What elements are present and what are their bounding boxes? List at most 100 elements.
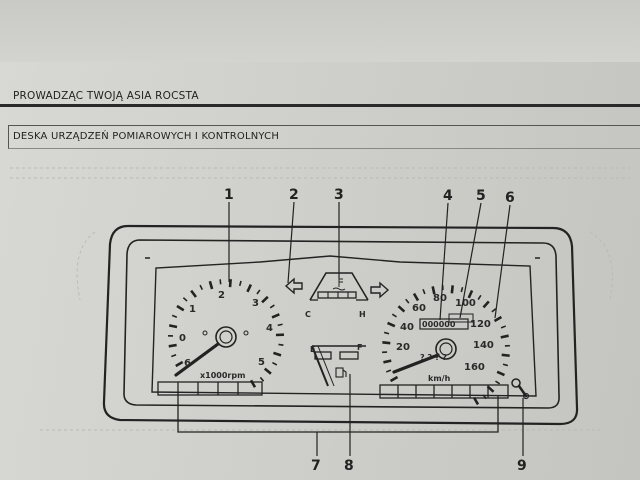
speedometer-hub (435, 338, 457, 360)
tachometer-hub (215, 326, 237, 348)
temp-hot-label: H (359, 310, 366, 319)
tachometer-tick (249, 379, 257, 388)
tachometer-tick (238, 280, 242, 287)
tach-number-4: 4 (266, 323, 273, 334)
callout-bracket-7 (177, 395, 499, 433)
callout-leader-lines (228, 201, 524, 456)
tachometer-tick (271, 313, 280, 319)
speedometer-tick (450, 285, 454, 294)
cluster-housing-inner (123, 239, 560, 409)
speedometer-tick (496, 370, 505, 377)
speed-number-80: 80 (433, 293, 447, 304)
coolant-temperature-icon (332, 276, 346, 291)
speed-number-120: 120 (470, 319, 491, 330)
speedometer-tick (467, 290, 474, 299)
temp-cold-label: C (305, 310, 311, 319)
speedometer-tick (460, 286, 464, 293)
tachometer-tick (208, 280, 214, 290)
tach-number-0: 0 (179, 333, 186, 344)
cluster-housing-outer (102, 224, 579, 426)
tachometer-tick (182, 297, 188, 302)
callout-2: 2 (289, 187, 299, 203)
tachometer-tick (171, 314, 178, 318)
speedometer-tick (383, 331, 390, 335)
speedometer-needle (392, 353, 440, 374)
speedometer-tick (482, 394, 487, 400)
callout-6: 6 (505, 190, 515, 206)
tachometer-tick (175, 360, 184, 368)
speedometer-tick (422, 288, 426, 295)
fuel-pump-icon (335, 367, 347, 378)
callout-5: 5 (476, 188, 486, 204)
speedometer-tick (397, 305, 406, 313)
tachometer-tick (277, 323, 283, 327)
speedometer-tick (405, 298, 410, 304)
left-turn-arrow-icon (284, 277, 303, 295)
tachometer-tick (273, 351, 282, 357)
tachometer: 0 1 2 3 4 5 6 x1000rpm (167, 279, 285, 388)
speedometer-tick (412, 292, 420, 302)
tachometer-tick (168, 343, 177, 348)
fuel-full-label: F (357, 343, 362, 352)
tachometer-tick (278, 343, 284, 346)
callout-8: 8 (344, 458, 354, 474)
fuel-needle (311, 345, 329, 387)
tach-number-2: 2 (218, 290, 225, 301)
tach-unit-label: x1000rpm (200, 371, 245, 380)
speed-unit-label: km/h (428, 374, 451, 383)
speedometer: 000000 ? ? ? ? 20 40 60 80 100 120 140 1… (382, 285, 510, 406)
tach-number-1: 1 (189, 304, 196, 315)
callout-9: 9 (517, 458, 527, 474)
tachometer-tick (246, 284, 253, 293)
speedo-inner-numbers: ? ? ? ? (420, 353, 447, 362)
tachometer-tick (199, 284, 204, 290)
fuel-gauge: E F (310, 343, 366, 387)
speedometer-tick (501, 353, 510, 357)
subsection-frame (8, 125, 640, 149)
speedometer-tick (491, 308, 497, 313)
tachometer-tick (259, 376, 265, 382)
callout-3: 3 (334, 187, 344, 203)
speedometer-tick (387, 321, 396, 328)
tachometer-tick (171, 354, 177, 358)
callout-1: 1 (224, 187, 234, 203)
speed-number-60: 60 (412, 303, 426, 314)
speedometer-tick (500, 334, 509, 339)
speed-number-100: 100 (455, 298, 476, 309)
tachometer-tick (219, 279, 222, 285)
speedometer-tick (486, 385, 495, 393)
temperature-gauge: C H (305, 272, 369, 319)
tachometer-tick (272, 361, 278, 366)
speedometer-tick (385, 369, 392, 373)
tachometer-tick (261, 295, 269, 304)
warning-light-strip-left (157, 381, 263, 396)
speedometer-tick (482, 300, 490, 309)
section-title: PROWADZĄC TWOJĄ ASIA ROCSTA (13, 90, 199, 102)
speedometer-tick (502, 363, 509, 367)
speedometer-tick (389, 375, 399, 383)
speedometer-tick (431, 286, 436, 295)
right-turn-arrow-icon (370, 281, 390, 299)
speed-number-140: 140 (473, 340, 494, 351)
warning-light-strip-right (379, 384, 509, 399)
tachometer-tick (269, 304, 275, 309)
tachometer-needle (174, 342, 220, 377)
background-guide-lines (10, 167, 630, 431)
speedometer-tick (493, 315, 503, 323)
cluster-face (151, 255, 537, 397)
speed-number-160: 160 (464, 362, 485, 373)
trip-reset-knob-icon[interactable] (511, 378, 530, 400)
tach-number-5: 5 (258, 357, 265, 368)
speedometer-tick (500, 325, 507, 329)
speedometer-tick (495, 380, 501, 385)
tachometer-tick (176, 304, 185, 312)
tach-number-3: 3 (252, 298, 259, 309)
callout-4: 4 (443, 188, 453, 204)
speedometer-tick (382, 341, 391, 345)
odometer-window (419, 318, 469, 330)
speedometer-tick (477, 294, 482, 300)
odometer-digits: 000000 (422, 320, 456, 329)
speedometer-tick (391, 313, 397, 318)
speedometer-tick (383, 359, 392, 364)
speed-number-40: 40 (400, 322, 414, 333)
